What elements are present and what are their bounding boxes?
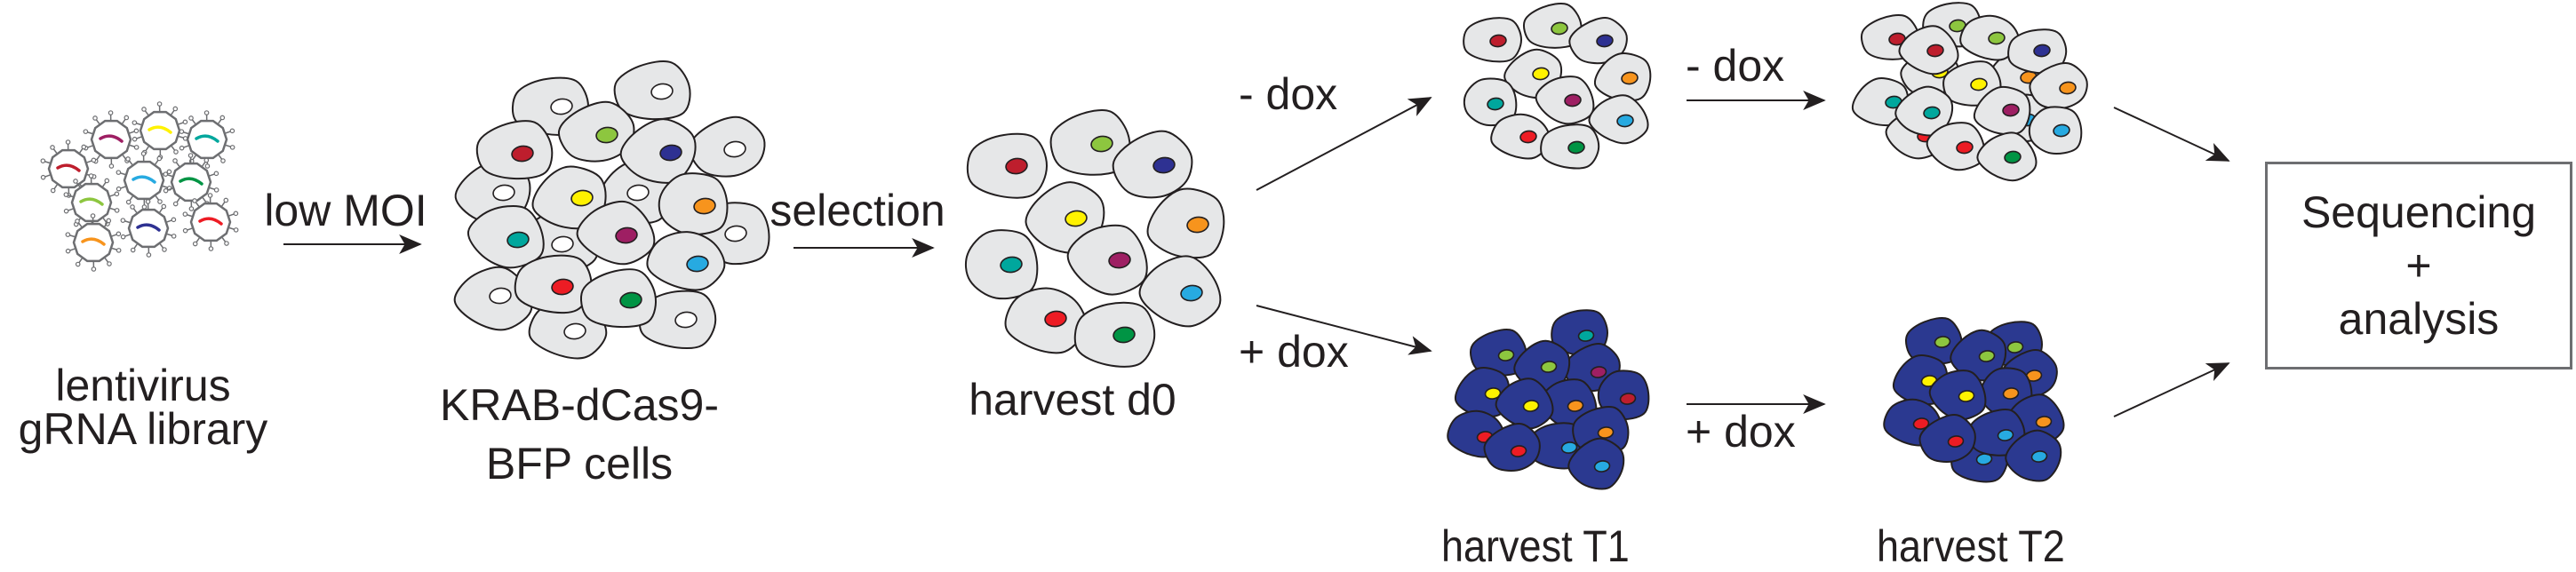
virus-particle-icon	[132, 101, 188, 160]
cell-icon	[475, 120, 554, 180]
krab-cells-label: KRAB-dCas9- BFP cells	[411, 376, 748, 493]
cell-icon	[1567, 437, 1625, 490]
cell-icon	[1976, 131, 2038, 182]
cell-icon	[2029, 62, 2088, 110]
cell-icon	[514, 254, 593, 314]
harvest-t1-label: harvest T1	[1441, 521, 1630, 571]
library-label: lentivirus gRNA library	[0, 361, 286, 454]
cell-icon	[1049, 108, 1131, 176]
minus-dox-t1-cluster	[1463, 2, 1652, 170]
minus-dox-t2-cluster	[1851, 2, 2088, 182]
sequencing-analysis-box: Sequencing + analysis	[2265, 162, 2572, 369]
cell-icon	[966, 132, 1049, 199]
cell-icon	[1973, 85, 2031, 136]
cell-icon	[1463, 77, 1518, 127]
cell-icon	[558, 100, 635, 163]
flow-arrows	[283, 91, 2230, 417]
cell-icon	[1112, 130, 1193, 199]
cell-icon	[658, 172, 729, 235]
cell-icon	[1918, 414, 1976, 464]
cell-icon	[1483, 423, 1541, 473]
arrow-plus-dox-branch	[1256, 305, 1432, 355]
cell-icon	[1066, 224, 1148, 296]
cell-icon	[1004, 287, 1088, 354]
cell-icon	[1851, 77, 1910, 127]
cell-icon	[1540, 123, 1600, 170]
plus-dox-t2-cluster	[1883, 317, 2065, 483]
cell-icon	[1968, 409, 2026, 457]
plus-label: +	[2405, 241, 2432, 290]
cell-icon	[619, 118, 697, 184]
minus-dox-branch-label: - dox	[1239, 69, 1338, 119]
analysis-label: analysis	[2338, 294, 2500, 344]
cell-icon	[1572, 406, 1630, 454]
cell-icon	[1928, 369, 1987, 421]
plus-dox-t1-cluster	[1447, 309, 1650, 490]
library-label-line2: gRNA library	[18, 404, 268, 454]
cell-icon	[2028, 106, 2083, 155]
cell-icon	[688, 115, 766, 178]
cell-icon	[964, 229, 1039, 300]
minus-dox-continue-label: - dox	[1686, 41, 1785, 91]
cell-icon	[1926, 122, 1986, 171]
cell-icon	[1146, 187, 1225, 259]
krab-cells-label-line2: BFP cells	[485, 439, 674, 489]
cell-icon	[1898, 25, 1959, 75]
cell-icon	[1138, 255, 1222, 328]
arrow-minus-dox-branch	[1256, 97, 1432, 191]
harvest-t2-label: harvest T2	[1877, 521, 2065, 571]
plus-dox-continue-label: + dox	[1686, 407, 1796, 457]
cell-icon	[613, 60, 691, 121]
cell-icon	[1568, 17, 1628, 65]
cell-icon	[580, 268, 657, 329]
cell-clusters	[453, 2, 2088, 490]
cell-icon	[1588, 94, 1649, 145]
lentivirus-library-icon	[40, 101, 239, 272]
cell-icon	[1463, 17, 1523, 63]
cell-icon	[531, 165, 607, 230]
plus-dox-branch-label: + dox	[1239, 327, 1349, 377]
cell-icon	[646, 231, 726, 291]
arrow-minus-to-sequencing	[2113, 107, 2230, 162]
cell-icon	[2005, 429, 2062, 482]
krab-cells-label-line1: KRAB-dCas9-	[440, 380, 719, 430]
cell-icon	[1535, 75, 1595, 125]
library-label-line1: lentivirus	[55, 361, 231, 410]
cell-icon	[576, 200, 656, 266]
selection-label: selection	[770, 186, 945, 235]
cell-icon	[1073, 301, 1156, 368]
krab-cells-cluster	[453, 60, 770, 360]
virus-particle-icon	[65, 213, 122, 272]
cell-icon	[1522, 2, 1583, 49]
low-moi-label: low MOI	[264, 186, 427, 235]
arrow-plus-to-sequencing	[2113, 362, 2230, 417]
virus-particle-icon	[63, 173, 120, 232]
sequencing-label: Sequencing	[2301, 187, 2537, 237]
harvest-d0-cluster	[964, 108, 1225, 368]
virus-particle-icon	[182, 193, 239, 251]
virus-particle-icon	[179, 110, 235, 169]
cell-icon	[453, 266, 533, 331]
virus-particle-icon	[120, 199, 177, 258]
harvest-d0-label: harvest d0	[969, 375, 1176, 425]
